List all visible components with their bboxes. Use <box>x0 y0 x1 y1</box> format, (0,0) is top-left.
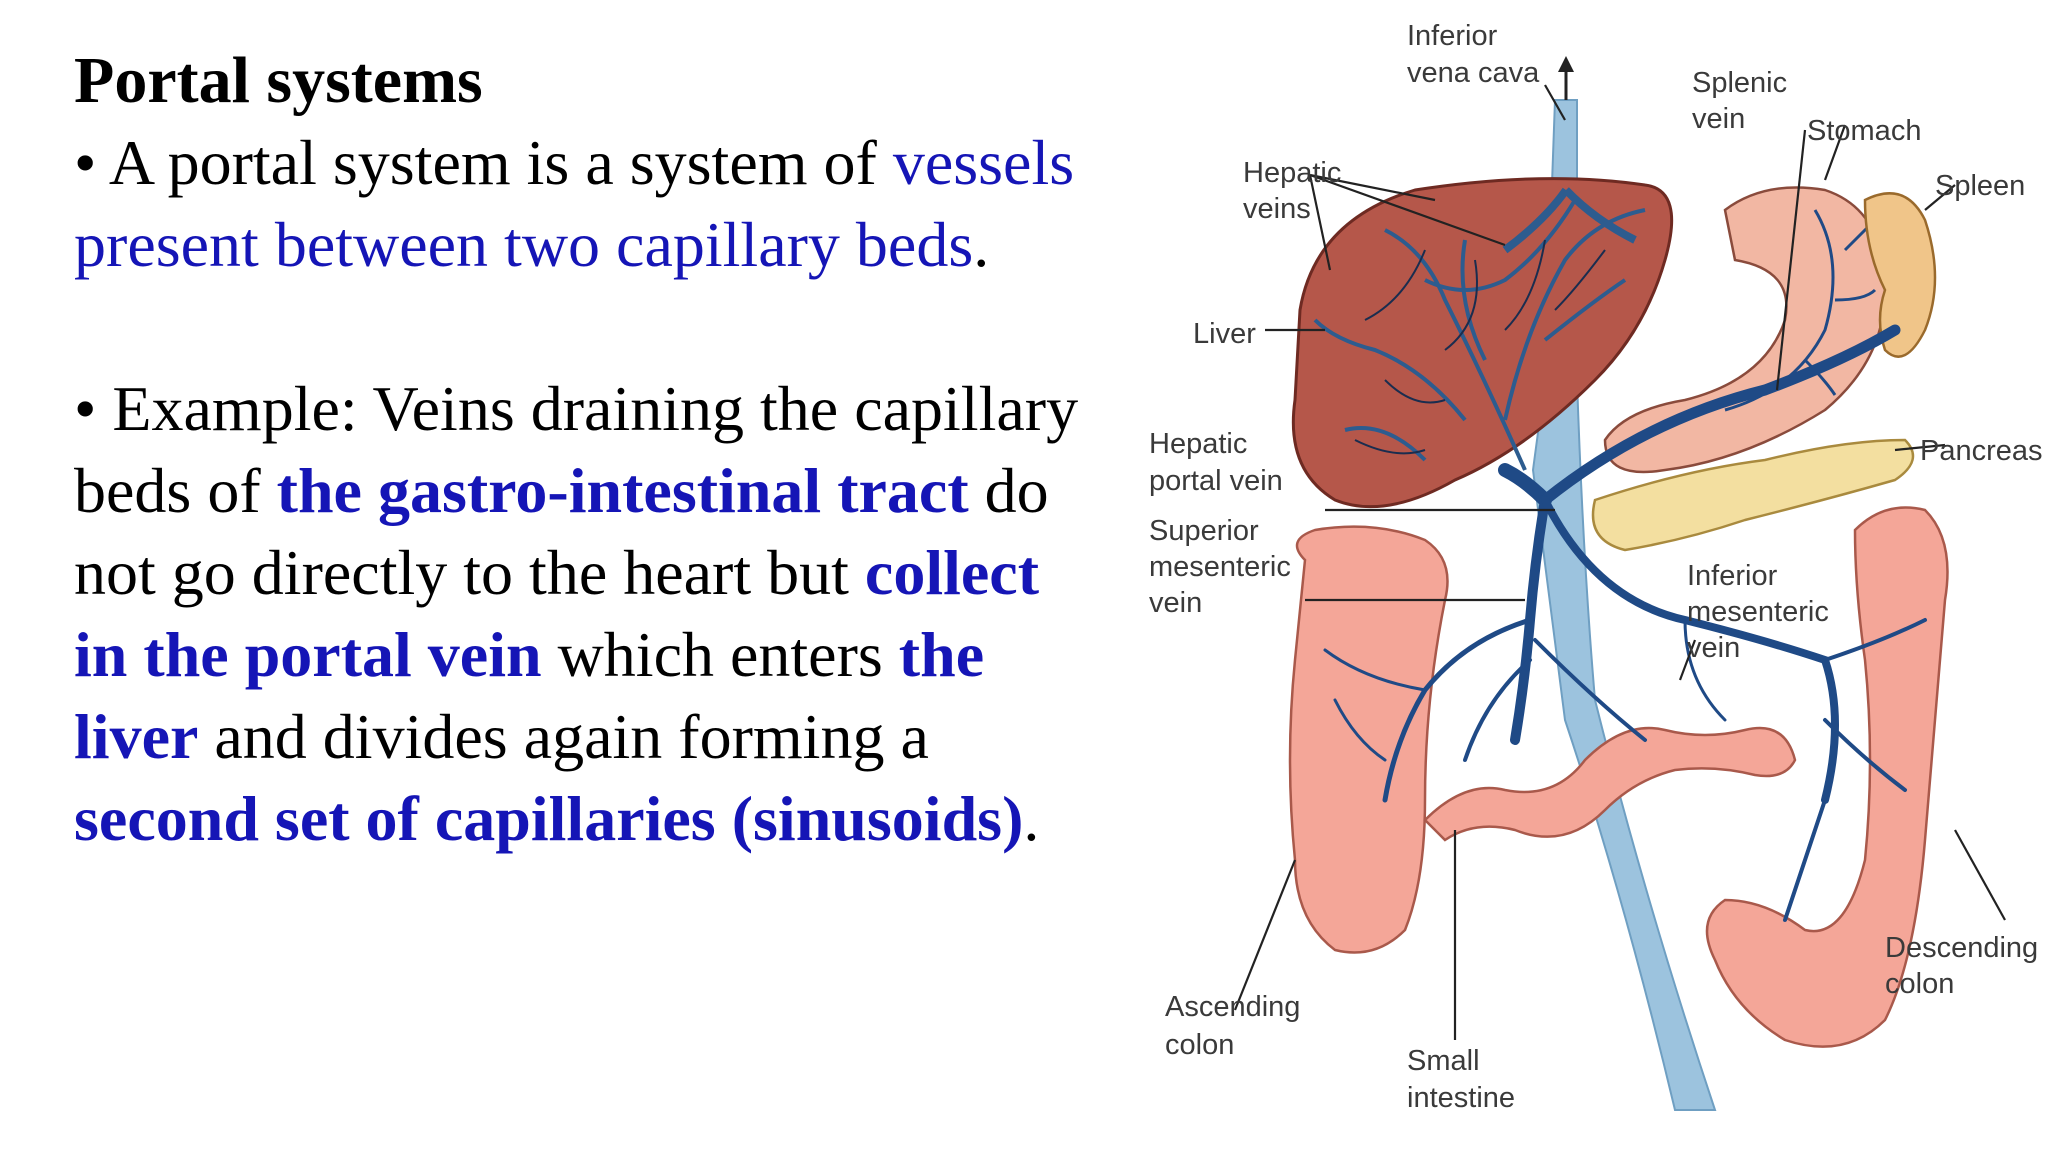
bullet-2-highlight-gi-tract: the gastro-intestinal tract <box>276 455 969 526</box>
bullet-2-highlight-sinusoids: second set of capillaries (sinusoids) <box>74 783 1024 854</box>
label-descending-colon: colon <box>1885 968 1954 1000</box>
diagram-labels: Inferior vena cava Splenic vein Stomach … <box>1149 20 2043 1114</box>
bullet-marker: • <box>74 127 97 198</box>
label-small-intestine: Small <box>1407 1045 1480 1077</box>
label-leader-lines <box>1233 84 2006 1040</box>
small-intestine <box>1423 726 1797 842</box>
bullet-1-text: A portal system is a system of <box>108 127 877 198</box>
descending-colon <box>1705 506 1949 1048</box>
label-stomach: Stomach <box>1807 115 1921 147</box>
label-spleen: Spleen <box>1935 170 2025 202</box>
label-inferior-mesenteric-vein: vein <box>1687 632 1740 664</box>
bullet-1-highlight: vessels present between two capillary be… <box>74 127 1075 280</box>
label-inferior-mesenteric-vein: Inferior <box>1687 560 1778 592</box>
slide-title: Portal systems <box>74 44 483 117</box>
bullet-2-text-a: Example: Veins draining the capillary be… <box>74 373 1079 526</box>
bullet-2-text-b: do not go directly to the heart but <box>74 455 1049 608</box>
label-ascending-colon: colon <box>1165 1029 1234 1061</box>
inferior-mesenteric-vein <box>1541 496 1839 804</box>
bullet-2-period: . <box>1023 783 1040 854</box>
label-superior-mesenteric-vein: mesenteric <box>1149 551 1291 583</box>
label-hepatic-veins: veins <box>1243 193 1311 225</box>
label-splenic-vein: vein <box>1692 103 1745 135</box>
diagram-svg: Inferior vena cava Splenic vein Stomach … <box>1149 20 2043 1114</box>
splenic-vein <box>1539 324 1901 506</box>
label-ivc: Inferior <box>1407 20 1498 52</box>
bullet-2-text-c: which enters <box>557 619 883 690</box>
bullet-2-text-d: and divides again forming a <box>214 701 929 772</box>
label-hepatic-portal-vein: Hepatic <box>1149 428 1247 460</box>
label-pancreas: Pancreas <box>1920 435 2043 467</box>
bullet-1-period: . <box>973 209 990 280</box>
label-superior-mesenteric-vein: vein <box>1149 587 1202 619</box>
ascending-colon <box>1288 525 1449 954</box>
ivc-arrowhead-icon <box>1558 56 1574 72</box>
portal-system-diagram: Inferior vena cava Splenic vein Stomach … <box>1125 0 2048 1152</box>
bullet-1: • A portal system is a system of vessels… <box>74 122 1084 286</box>
bullet-2-highlight-liver: the liver <box>74 619 985 772</box>
label-ivc: vena cava <box>1407 57 1540 89</box>
label-inferior-mesenteric-vein: mesenteric <box>1687 596 1829 628</box>
pancreas <box>1591 438 1915 552</box>
stomach <box>1603 186 1887 474</box>
bullet-2-highlight-portal-vein: collect in the portal vein <box>74 537 1039 690</box>
label-descending-colon: Descending <box>1885 932 2038 964</box>
label-small-intestine: intestine <box>1407 1082 1515 1114</box>
spleen <box>1863 192 1937 358</box>
label-superior-mesenteric-vein: Superior <box>1149 515 1259 547</box>
inferior-vena-cava <box>1531 99 1717 1111</box>
label-liver: Liver <box>1193 318 1256 350</box>
bullet-marker: • <box>74 373 97 444</box>
bullet-2: • Example: Veins draining the capillary … <box>74 368 1084 860</box>
label-hepatic-veins: Hepatic <box>1243 157 1341 189</box>
hepatic-vein-network <box>1354 239 1606 455</box>
label-hepatic-portal-vein: portal vein <box>1149 465 1283 497</box>
portal-venous-system <box>1323 324 1927 922</box>
label-splenic-vein: Splenic <box>1692 67 1787 99</box>
hepatic-veins <box>1502 187 1637 254</box>
text-column: Portal systems • A portal system is a sy… <box>74 40 1084 860</box>
hepatic-sinusoid-network <box>1313 198 1646 471</box>
label-ascending-colon: Ascending <box>1165 991 1300 1023</box>
liver <box>1291 177 1674 509</box>
